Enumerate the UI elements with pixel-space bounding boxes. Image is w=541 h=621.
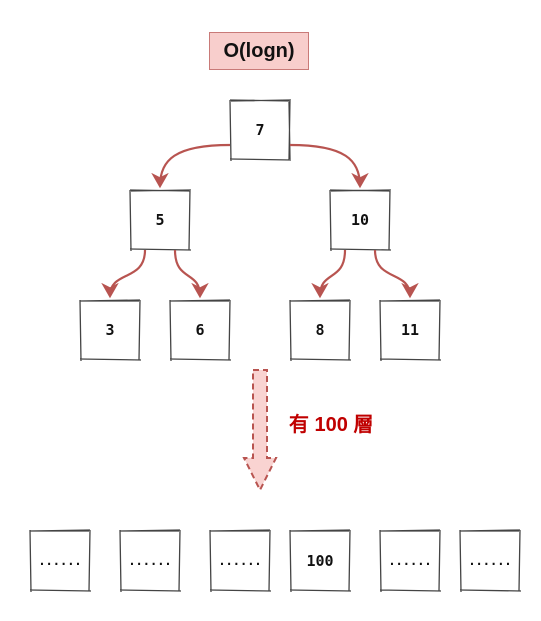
edge-right-rl xyxy=(311,249,347,299)
node-box-ll xyxy=(79,299,142,362)
bottom-box-3 xyxy=(209,529,272,593)
bottom-box-2 xyxy=(119,529,182,593)
bottom-box-4 xyxy=(289,529,352,593)
complexity-title: O(logn) xyxy=(209,32,309,70)
edge-left-lr xyxy=(173,249,209,299)
bottom-node-2: ...... xyxy=(128,554,172,568)
node-box-rr xyxy=(379,299,442,362)
edge-right-rr xyxy=(373,249,419,299)
tree-node-left-right: 6 xyxy=(195,321,205,339)
edge-left-ll xyxy=(101,249,147,299)
node-box-right xyxy=(329,188,392,252)
tree-node-left-left: 3 xyxy=(105,321,115,339)
node-box-left xyxy=(129,188,192,252)
down-arrow xyxy=(242,369,278,493)
tree-node-right-left: 8 xyxy=(315,321,325,339)
node-box-rl xyxy=(289,299,352,362)
tree-node-root: 7 xyxy=(255,121,265,139)
bottom-box-1 xyxy=(29,529,92,593)
bottom-node-1: ...... xyxy=(38,554,82,568)
bottom-box-6 xyxy=(459,529,522,593)
tree-node-right-right: 11 xyxy=(400,321,420,339)
bottom-node-3: ...... xyxy=(218,554,262,568)
layer-count-label: 有 100 層 xyxy=(289,414,374,436)
edge-root-left xyxy=(151,143,231,189)
bottom-node-4: 100 xyxy=(306,552,334,570)
bottom-box-5 xyxy=(379,529,442,593)
tree-node-right: 10 xyxy=(350,211,370,229)
node-box-root xyxy=(229,98,292,162)
bottom-node-5: ...... xyxy=(388,554,432,568)
tree-node-left: 5 xyxy=(155,211,165,229)
node-box-lr xyxy=(169,299,232,362)
edge-root-right xyxy=(289,143,369,189)
bottom-node-6: ...... xyxy=(468,554,512,568)
